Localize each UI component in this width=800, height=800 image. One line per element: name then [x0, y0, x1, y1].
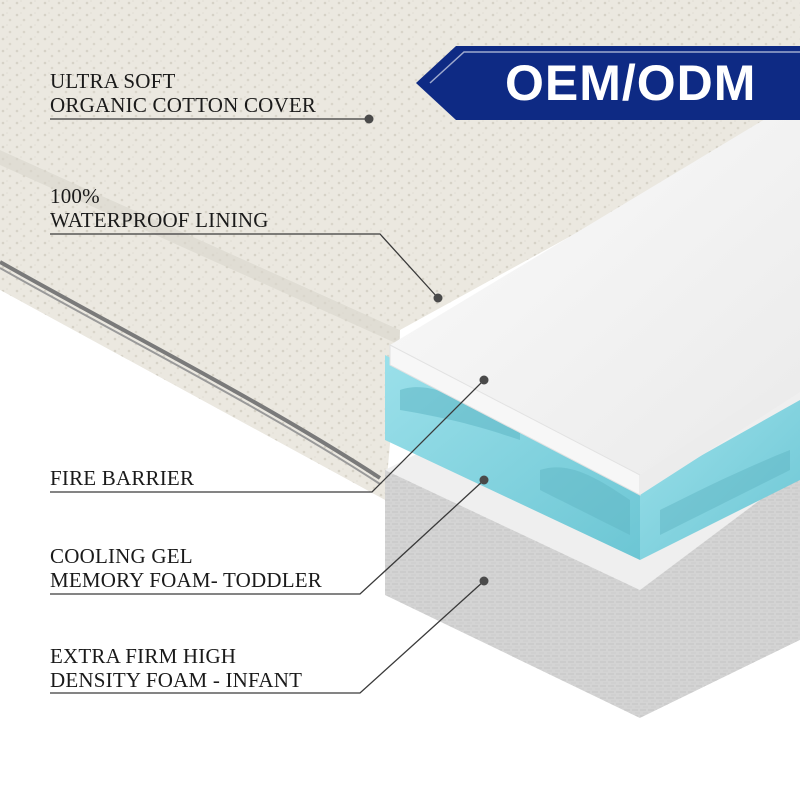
cover-edge-shadow	[0, 150, 400, 345]
callout-cotton-cover: ULTRA SOFT ORGANIC COTTON COVER	[50, 69, 317, 117]
white-top-surface	[390, 110, 800, 475]
white-top-right	[640, 370, 800, 495]
leader-lines	[50, 118, 485, 694]
high-density-foam-right	[640, 470, 800, 718]
oem-badge-background	[416, 46, 800, 120]
zipper	[0, 260, 382, 480]
cover-bottom	[0, 290, 385, 800]
oem-odm-badge: OEM/ODM	[505, 55, 757, 111]
callout-fire-barrier: FIRE BARRIER	[50, 466, 195, 490]
cotton-cover-side	[0, 150, 400, 500]
callout-high-density-foam: EXTRA FIRM HIGH DENSITY FOAM - INFANT	[50, 644, 303, 692]
callout-waterproof-lining: 100% WATERPROOF LINING	[50, 184, 269, 232]
high-density-foam-front	[385, 470, 640, 718]
callout-cooling-gel: COOLING GEL MEMORY FOAM- TODDLER	[50, 544, 322, 592]
leader-dots	[364, 114, 489, 586]
